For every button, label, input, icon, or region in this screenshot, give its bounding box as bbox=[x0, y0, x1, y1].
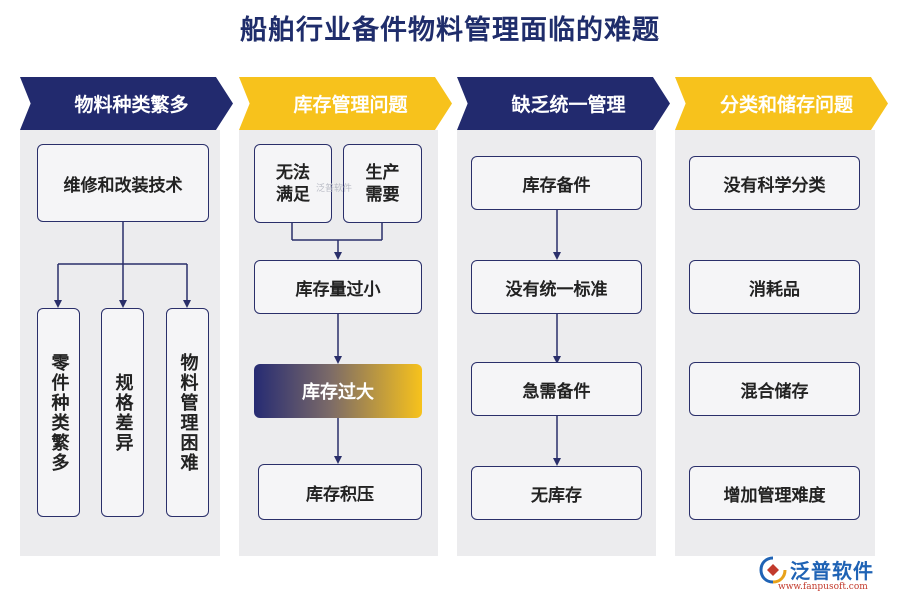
box-stock-backlog: 库存积压 bbox=[258, 464, 422, 520]
box-increased-difficulty: 增加管理难度 bbox=[689, 466, 860, 520]
box-parts-variety: 零件种类繁多 bbox=[37, 308, 80, 517]
column-header-1: 物料种类繁多 bbox=[20, 77, 233, 130]
box-production-need: 生产需要 bbox=[343, 144, 422, 223]
box-no-unified-standard: 没有统一标准 bbox=[471, 260, 642, 314]
logo-url: www.fanpusoft.com bbox=[778, 582, 868, 592]
watermark-text: 泛普软件 bbox=[316, 184, 353, 194]
box-stock-too-small: 库存量过小 bbox=[254, 260, 422, 314]
box-no-scientific-classification: 没有科学分类 bbox=[689, 156, 860, 210]
column-header-2: 库存管理问题 bbox=[239, 77, 452, 130]
box-spare-stock: 库存备件 bbox=[471, 156, 642, 210]
box-no-stock: 无库存 bbox=[471, 466, 642, 520]
box-stock-too-large: 库存过大 bbox=[254, 364, 422, 418]
box-cannot-meet: 无法满足 bbox=[254, 144, 332, 223]
page-title: 船舶行业备件物料管理面临的难题 bbox=[240, 15, 660, 46]
logo-mark-icon bbox=[759, 556, 787, 584]
box-mixed-storage: 混合储存 bbox=[689, 362, 860, 416]
column-header-3: 缺乏统一管理 bbox=[457, 77, 670, 130]
box-consumables: 消耗品 bbox=[689, 260, 860, 314]
box-urgent-spares: 急需备件 bbox=[471, 362, 642, 416]
box-material-mgmt-difficulty: 物料管理困难 bbox=[166, 308, 209, 517]
logo-name: 泛普软件 bbox=[790, 559, 874, 583]
box-spec-difference: 规格差异 bbox=[101, 308, 144, 517]
box-maintenance-tech: 维修和改装技术 bbox=[37, 144, 209, 222]
column-header-4: 分类和储存问题 bbox=[675, 77, 888, 130]
brand-logo: 泛普软件 www.fanpusoft.com bbox=[758, 553, 888, 597]
